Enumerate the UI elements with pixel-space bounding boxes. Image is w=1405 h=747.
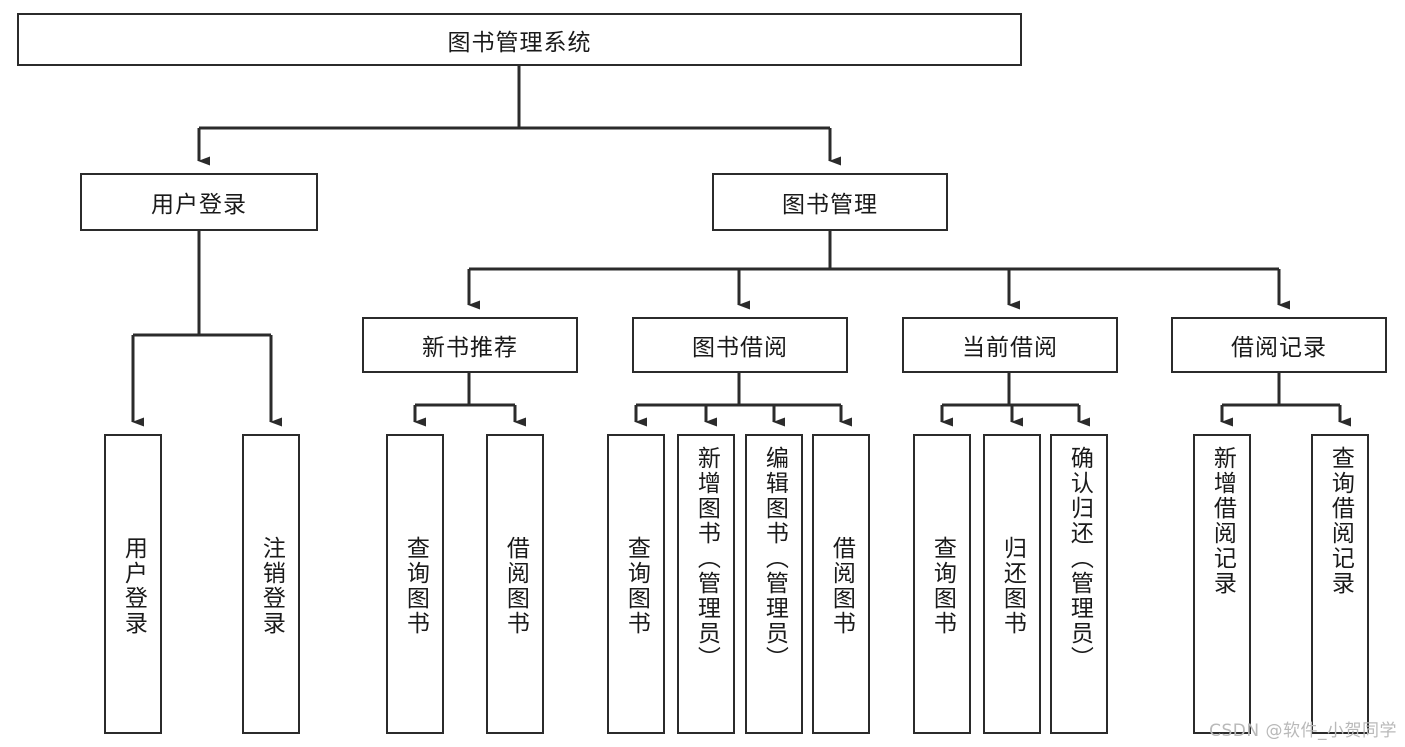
node-user-login-label: 用户登录: [151, 192, 247, 218]
node-book-management-label: 图书管理: [782, 192, 878, 218]
node-new-book-recommend[interactable]: 新书推荐: [362, 317, 578, 373]
node-root-label: 图书管理系统: [447, 29, 592, 56]
node-root-system[interactable]: 图书管理系统: [17, 13, 1022, 66]
node-borrow-record-label: 借阅记录: [1231, 335, 1327, 361]
csdn-watermark: CSDN @软件_小贺同学: [1209, 721, 1397, 741]
leaf-label: 注销登录: [258, 536, 285, 636]
leaf-borrow-book[interactable]: 借阅图书: [812, 434, 870, 734]
leaf-label: 查询图书: [929, 536, 956, 636]
node-borrow-record[interactable]: 借阅记录: [1171, 317, 1387, 373]
leaf-label: 新增图书（管理员）: [693, 446, 720, 671]
leaf-label: 新增借阅记录: [1209, 446, 1236, 596]
leaf-user-login[interactable]: 用户登录: [104, 434, 162, 734]
node-book-borrow[interactable]: 图书借阅: [632, 317, 848, 373]
node-new-book-recommend-label: 新书推荐: [422, 335, 518, 361]
node-user-login[interactable]: 用户登录: [80, 173, 318, 231]
leaf-label: 确认归还（管理员）: [1066, 446, 1093, 671]
leaf-edit-book-admin[interactable]: 编辑图书（管理员）: [745, 434, 803, 734]
leaf-query-borrow-record[interactable]: 查询借阅记录: [1311, 434, 1369, 734]
leaf-label: 查询图书: [623, 536, 650, 636]
node-current-borrow-label: 当前借阅: [962, 335, 1058, 361]
leaf-query-book-current[interactable]: 查询图书: [913, 434, 971, 734]
leaf-confirm-return-admin[interactable]: 确认归还（管理员）: [1050, 434, 1108, 734]
leaf-label: 用户登录: [120, 536, 147, 636]
leaf-borrow-book-new[interactable]: 借阅图书: [486, 434, 544, 734]
leaf-label: 查询借阅记录: [1327, 446, 1354, 596]
leaf-label: 编辑图书（管理员）: [761, 446, 788, 671]
leaf-add-book-admin[interactable]: 新增图书（管理员）: [677, 434, 735, 734]
leaf-query-book-borrow[interactable]: 查询图书: [607, 434, 665, 734]
node-book-management[interactable]: 图书管理: [712, 173, 948, 231]
leaf-label: 查询图书: [402, 536, 429, 636]
leaf-logout-login[interactable]: 注销登录: [242, 434, 300, 734]
leaf-return-book[interactable]: 归还图书: [983, 434, 1041, 734]
leaf-label: 借阅图书: [828, 536, 855, 636]
node-current-borrow[interactable]: 当前借阅: [902, 317, 1118, 373]
leaf-query-book-new[interactable]: 查询图书: [386, 434, 444, 734]
leaf-label: 借阅图书: [502, 536, 529, 636]
leaf-label: 归还图书: [999, 536, 1026, 636]
node-book-borrow-label: 图书借阅: [692, 335, 788, 361]
leaf-add-borrow-record[interactable]: 新增借阅记录: [1193, 434, 1251, 734]
